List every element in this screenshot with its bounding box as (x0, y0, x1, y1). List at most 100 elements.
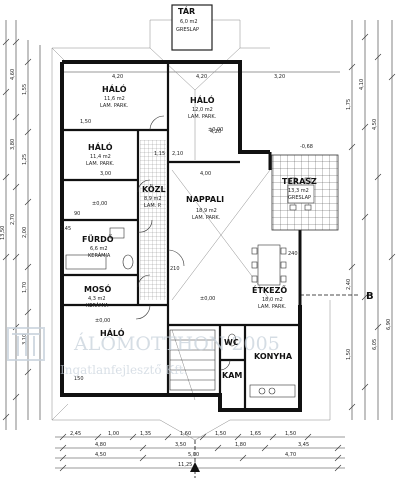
dimension-lines (5, 20, 393, 469)
room-area: 12,0 m2 (192, 107, 213, 113)
room-halo-2: HÁLÓ 12,0 m2 LAM. PARK. (188, 94, 217, 120)
room-floor: GRESLAP (176, 27, 199, 33)
exterior-walls (60, 60, 302, 412)
room-konyha: KONYHA (254, 352, 293, 361)
dimension-ticks (2, 33, 396, 472)
svg-text:4,70: 4,70 (285, 452, 296, 458)
door-swings (135, 115, 231, 371)
bottom-dimensions-row-3: 4,50 5,00 4,70 (95, 452, 296, 458)
room-name: HÁLÓ (190, 94, 215, 105)
level-label: ±0,00 (95, 318, 110, 324)
watermark-text: ÁLOMOTTHON 2005 (73, 332, 280, 355)
room-name: MOSÓ (84, 283, 112, 294)
bottom-dimensions-row-2: 4,80 3,50 1,80 3,45 (95, 442, 309, 448)
bottom-dimensions-total: 11,25 (178, 462, 192, 468)
room-name: HÁLÓ (88, 141, 113, 152)
level-label: ±0,00 (208, 127, 223, 133)
terrace-table (287, 177, 315, 211)
room-floor: LAM. PARK. (188, 114, 217, 120)
room-area: 6,0 m2 (180, 19, 198, 25)
dim-label: 90 (74, 211, 80, 217)
kitchen-counter (249, 384, 296, 398)
room-area: 8,9 m2 (144, 196, 162, 202)
room-area: 18,9 m2 (196, 208, 217, 214)
room-floor: KERÁMIA (86, 302, 109, 309)
bottom-dimensions-row-1: 2,45 1,00 1,35 1,60 1,50 1,65 1,50 (70, 431, 296, 437)
svg-text:1,35: 1,35 (140, 431, 151, 437)
left-dimensions: 1,55 1,25 2,00 1,70 3,10 3,80 2,70 4,60 … (0, 69, 28, 345)
interior-walls (62, 62, 300, 410)
room-furdo: FÜRDŐ 6,6 m2 KERÁMIA (82, 234, 114, 259)
dim-label: 4,20 (112, 74, 123, 80)
svg-text:3,80: 3,80 (10, 139, 16, 150)
svg-text:3,50: 3,50 (175, 442, 186, 448)
room-halo-3: HÁLÓ 11,4 m2 LAM. PARK. (86, 141, 115, 167)
svg-text:1,55: 1,55 (22, 84, 28, 95)
svg-text:11,25: 11,25 (178, 462, 192, 468)
room-name: TÁR (178, 5, 195, 16)
east-wall (268, 152, 302, 305)
svg-text:1,50: 1,50 (215, 431, 226, 437)
room-name: FÜRDŐ (82, 234, 114, 244)
svg-text:2,40: 2,40 (346, 279, 352, 290)
svg-text:1,60: 1,60 (180, 431, 191, 437)
room-kozl: KÖZL 8,9 m2 LAM. P. (142, 184, 166, 209)
room-kam: KAM (222, 371, 242, 380)
svg-text:13,50: 13,50 (0, 226, 6, 240)
dim-label: 3,20 (274, 74, 285, 80)
room-name: WC (224, 338, 239, 347)
room-halo-1: HÁLÓ 11,6 m2 LAM. PARK. (100, 83, 129, 109)
svg-text:4,60: 4,60 (10, 69, 16, 80)
room-name: TERASZ (282, 177, 317, 186)
svg-text:4,50: 4,50 (95, 452, 106, 458)
svg-text:1,50: 1,50 (346, 349, 352, 360)
dim-label: 1,50 (80, 119, 91, 125)
dim-label: 1,45 (60, 226, 71, 232)
room-name: HÁLÓ (102, 83, 127, 94)
room-name: HÁLÓ (100, 327, 125, 338)
dim-label: 4,20 (210, 129, 221, 135)
room-floor: GRESLAP (288, 195, 311, 201)
room-area: 4,3 m2 (88, 296, 106, 302)
svg-text:4,80: 4,80 (95, 442, 106, 448)
storage-room (171, 4, 213, 51)
section-label: B (366, 291, 374, 302)
room-area: 6,6 m2 (90, 246, 108, 252)
room-floor: LAM. P. (144, 203, 162, 209)
corridor-tiles (140, 140, 166, 300)
room-name: KAM (222, 371, 242, 380)
svg-text:4,10: 4,10 (359, 79, 365, 90)
dim-label: 1,15 (154, 151, 165, 157)
watermark-subtext: Ingatlanfejlesztő Kft. (60, 363, 187, 377)
room-moso: MOSÓ 4,3 m2 KERÁMIA (84, 283, 112, 309)
room-halo-4: HÁLÓ (100, 327, 125, 338)
room-terasz: TERASZ 13,3 m2 GRESLAP (282, 177, 317, 201)
room-floor: LAM. PARK. (258, 304, 287, 310)
svg-text:1,50: 1,50 (285, 431, 296, 437)
dim-label: 4,00 (200, 171, 211, 177)
dim-label: 240 (288, 251, 298, 257)
level-label: ±0,00 (200, 296, 215, 302)
dim-label: 150 (74, 376, 84, 382)
room-etkezo: ÉTKEZŐ 18,0 m2 LAM. PARK. (252, 284, 287, 310)
svg-text:2,70: 2,70 (10, 214, 16, 225)
dim-label: 2,10 (172, 151, 183, 157)
section-marker: B (190, 291, 374, 478)
room-area: 11,4 m2 (90, 154, 111, 160)
room-floor: KERÁMIA (88, 252, 111, 259)
dim-label: 4,20 (196, 74, 207, 80)
stairs (169, 329, 216, 391)
level-label: -0,68 (300, 144, 313, 150)
svg-text:1,75: 1,75 (346, 99, 352, 110)
svg-text:6,90: 6,90 (386, 319, 392, 330)
room-floor: LAM. PARK. (100, 103, 129, 109)
room-wc: WC (224, 338, 239, 347)
top-dimensions: 4,20 4,20 3,20 (112, 74, 285, 80)
bathroom-fixtures (65, 227, 237, 347)
svg-text:1,00: 1,00 (108, 431, 119, 437)
room-floor: LAM. PARK. (192, 215, 221, 221)
watermark-logo (7, 327, 45, 361)
svg-text:4,50: 4,50 (372, 119, 378, 130)
